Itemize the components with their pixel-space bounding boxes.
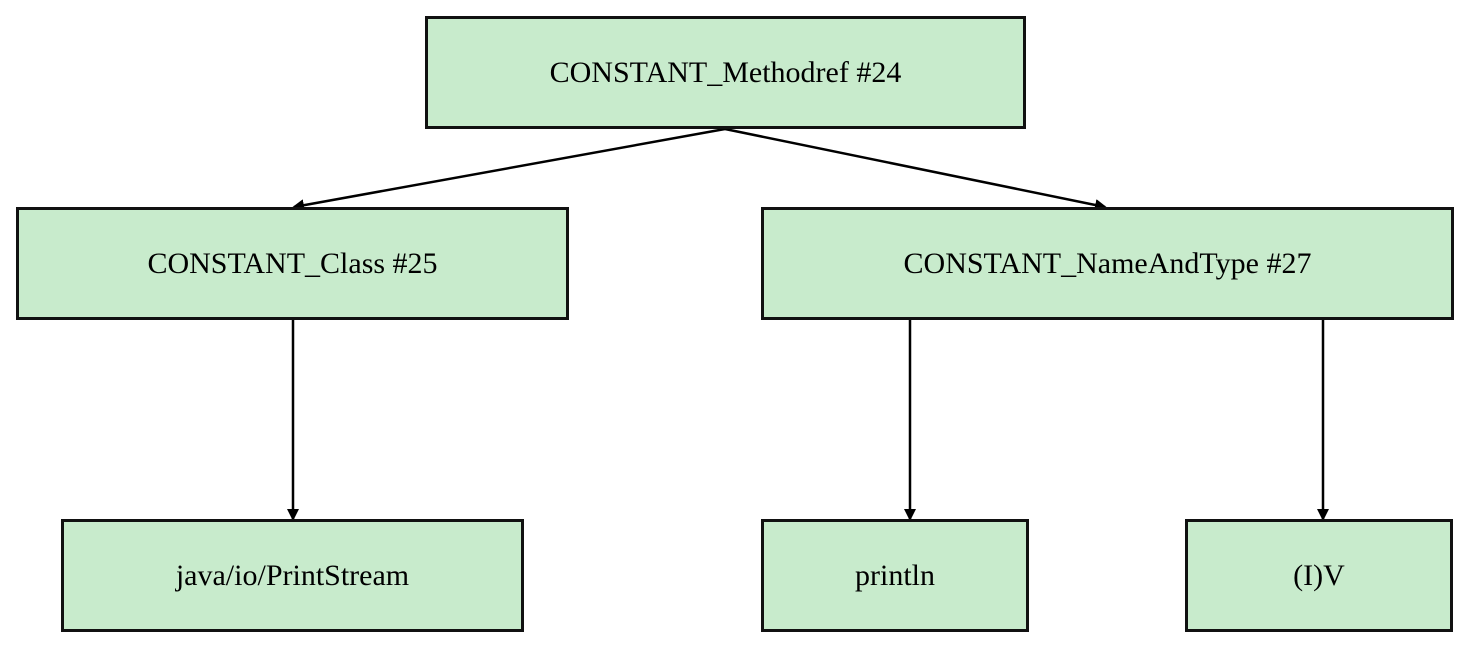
edge-methodref-to-class (292, 127, 726, 212)
node-print-stream: java/io/PrintStream (61, 519, 524, 632)
node-method-descriptor: (I)V (1185, 519, 1453, 632)
node-label: CONSTANT_Methodref #24 (549, 55, 902, 89)
node-label: (I)V (1293, 558, 1345, 592)
node-constant-methodref: CONSTANT_Methodref #24 (425, 16, 1026, 129)
node-label: CONSTANT_Class #25 (147, 246, 438, 280)
node-println: println (761, 519, 1029, 632)
node-label: CONSTANT_NameAndType #27 (903, 246, 1312, 280)
edge-methodref-to-nameandtype (724, 127, 1107, 211)
node-constant-name-and-type: CONSTANT_NameAndType #27 (761, 207, 1454, 320)
node-constant-class: CONSTANT_Class #25 (16, 207, 569, 320)
node-label: println (855, 558, 935, 592)
node-label: java/io/PrintStream (175, 558, 410, 592)
